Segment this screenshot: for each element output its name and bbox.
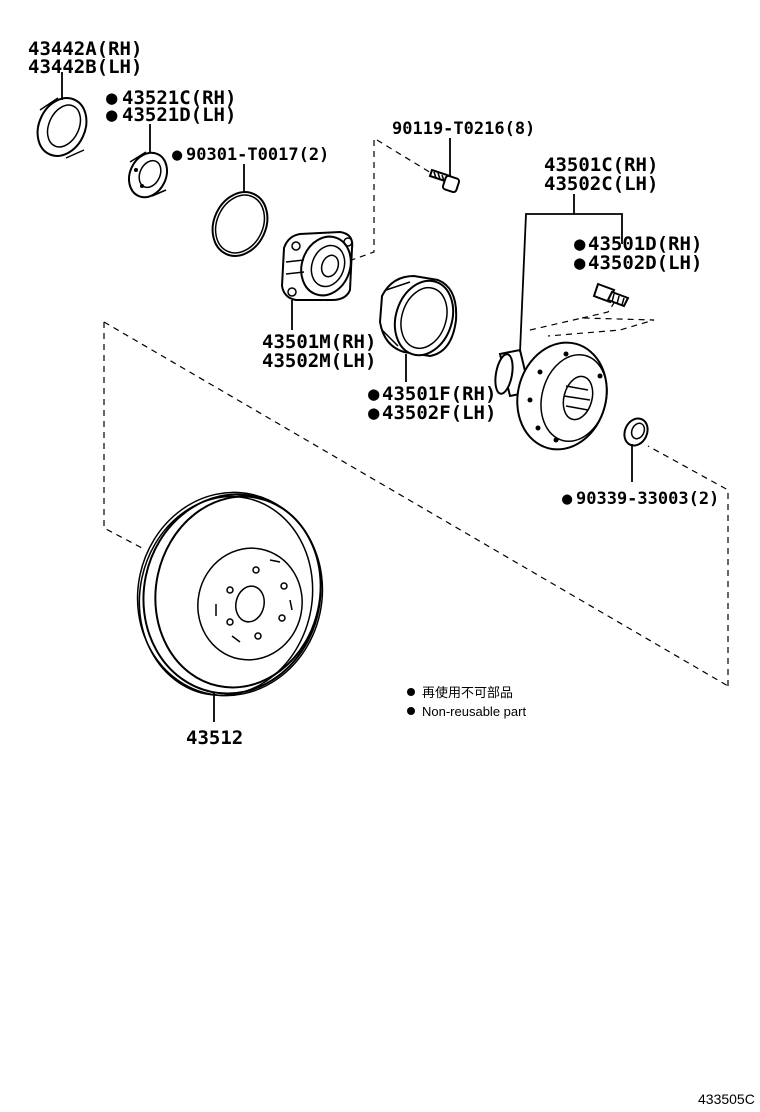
bolt-part (428, 168, 461, 194)
dust-deflector-part (128, 151, 168, 199)
hub-bolt-part (592, 282, 630, 308)
legend-text-jp: 再使用不可部品 (422, 685, 513, 700)
legend-bullet-jp (407, 688, 415, 696)
hub-bolt-bullet-2: ● (574, 252, 586, 274)
brake-disc-label: 43512 (186, 727, 243, 749)
oil-seal-label-lh: 43442B(LH) (28, 56, 142, 78)
dust-deflector-label-lh: 43521D(LH) (122, 104, 236, 126)
dust-deflector-bullet-2: ● (106, 104, 118, 126)
bearing-housing-label-lh: 43502M(LH) (262, 350, 376, 372)
bearing-housing-label-rh: 43501M(RH) (262, 331, 376, 353)
bearing-housing-part (280, 230, 354, 301)
bolt-label: 90119-T0216(8) (392, 119, 535, 139)
hub-assembly-label-rh: 43501C(RH) (544, 154, 658, 176)
o-ring-bullet: ● (172, 145, 183, 165)
legend-bullet-en (407, 707, 415, 715)
hub-bolt-label-lh: 43502D(LH) (588, 252, 702, 274)
oil-seal-label-rh: 43442A(RH) (28, 38, 142, 60)
legend-text-en: Non-reusable part (422, 704, 526, 719)
bearing-label-lh: 43502F(LH) (382, 402, 496, 424)
assembly-guide-lines (103, 139, 729, 687)
non-reusable-legend: 再使用不可部品 Non-reusable part (407, 685, 526, 719)
dust-deflector-bullet: ● (106, 87, 118, 109)
o-ring-label: 90301-T0017(2) (186, 145, 329, 165)
bearing-label-rh: 43501F(RH) (382, 383, 496, 405)
hub-bolt-label-rh: 43501D(RH) (588, 233, 702, 255)
oil-seal-part (36, 97, 88, 159)
bearing-part (378, 274, 458, 358)
diagram-code: 433505C (698, 1091, 755, 1107)
dust-deflector-label-rh: 43521C(RH) (122, 87, 236, 109)
hub-bolt-bullet: ● (574, 233, 586, 255)
brake-disc-part (136, 491, 324, 697)
o-ring-part (211, 191, 269, 257)
nut-label: 90339-33003(2) (576, 489, 719, 509)
hub-assembly-part (494, 341, 608, 451)
bearing-bullet-2: ● (368, 402, 380, 424)
nut-part (623, 417, 649, 447)
hub-assembly-label-lh: 43502C(LH) (544, 173, 658, 195)
bearing-bullet: ● (368, 383, 380, 405)
nut-bullet: ● (562, 489, 573, 509)
